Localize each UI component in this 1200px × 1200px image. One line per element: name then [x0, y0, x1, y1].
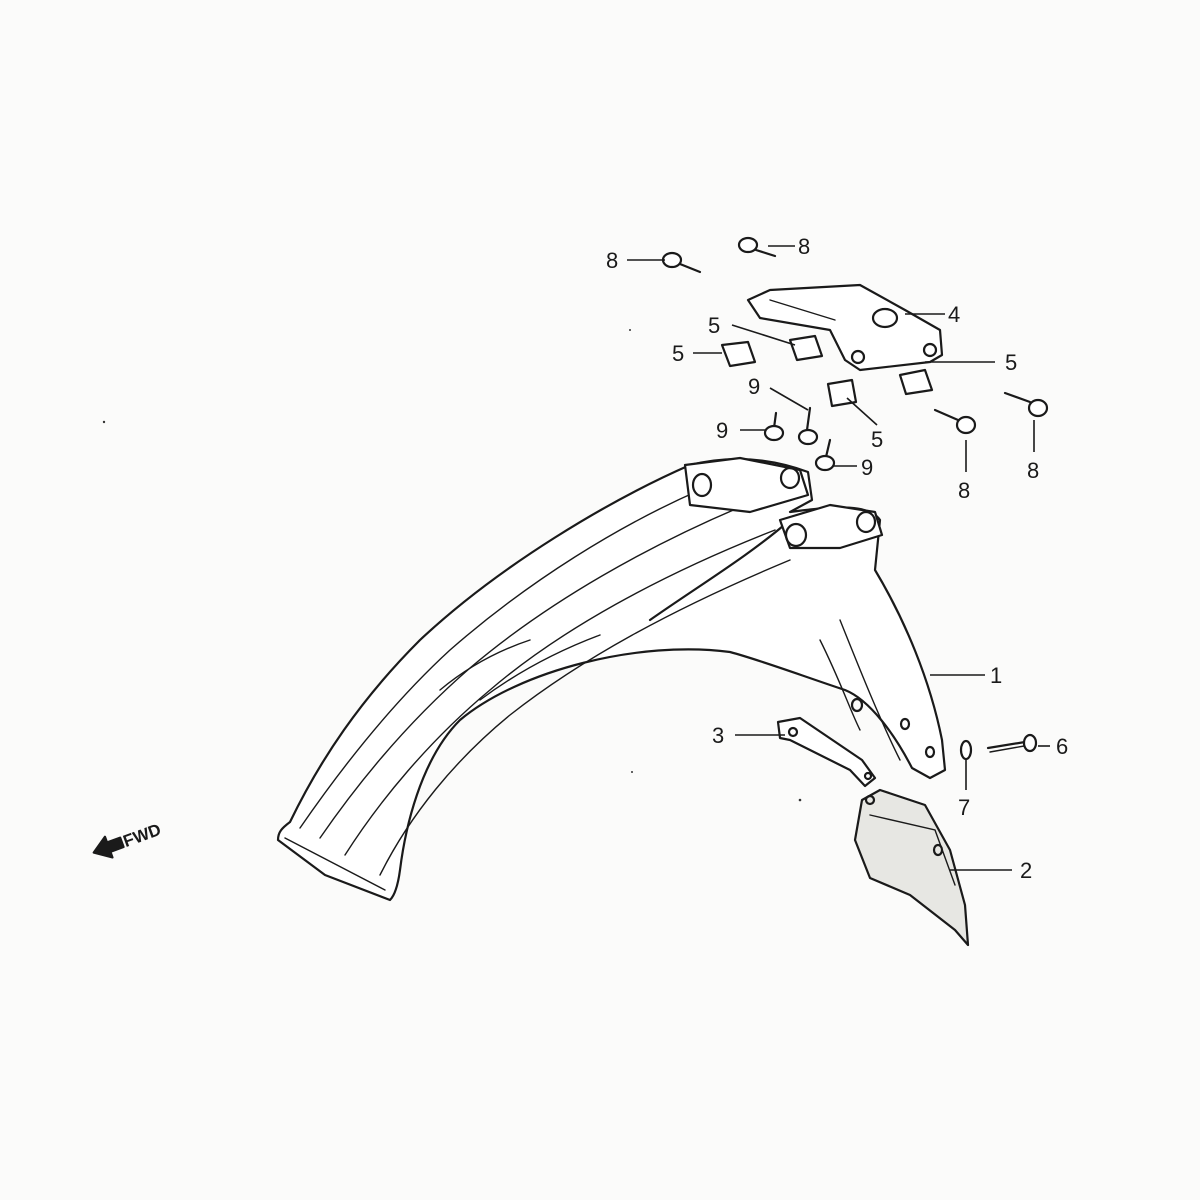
upper-mount-bracket: [746, 283, 944, 372]
callout-1: 1: [990, 663, 1002, 688]
bolt-top-left: [661, 251, 702, 274]
front-fender: [276, 456, 947, 902]
callout-7: 7: [958, 795, 970, 820]
fwd-label: FWD: [121, 820, 164, 851]
callout-4: 4: [948, 302, 960, 327]
bolt-right-2: [1003, 391, 1049, 418]
flap-bracket: [776, 716, 877, 788]
callout-5-b: 5: [672, 341, 684, 366]
callout-3: 3: [712, 723, 724, 748]
callout-9-b: 9: [716, 418, 728, 443]
bolt-9-c: [814, 438, 836, 472]
callout-8-right-2: 8: [1027, 458, 1039, 483]
bolts-8: [661, 236, 1049, 435]
bolt-9-a: [763, 411, 785, 442]
callout-8-right-1: 8: [958, 478, 970, 503]
callout-numbers: 8 8 4 5 5 5 5 9 9 9 8 8 1 3 6 7 2: [606, 234, 1068, 883]
callout-8-top-left: 8: [606, 248, 618, 273]
washer-and-screw: [959, 733, 1038, 761]
mud-flap: [853, 788, 970, 947]
callout-5-d: 5: [871, 427, 883, 452]
callout-2: 2: [1020, 858, 1032, 883]
callout-8-top-center: 8: [798, 234, 810, 259]
callout-5-a: 5: [708, 313, 720, 338]
bolt-right-1: [933, 408, 977, 435]
leader-lines: [627, 245, 1050, 871]
fwd-arrow: FWD: [92, 820, 164, 859]
callout-9-a: 9: [748, 374, 760, 399]
bolt-top-center: [737, 236, 777, 258]
callout-5-c: 5: [1005, 350, 1017, 375]
callout-6: 6: [1056, 734, 1068, 759]
clip-nuts: [720, 334, 934, 408]
bolt-9-b: [797, 406, 819, 446]
callout-9-c: 9: [861, 455, 873, 480]
bolts-9: [763, 406, 836, 472]
